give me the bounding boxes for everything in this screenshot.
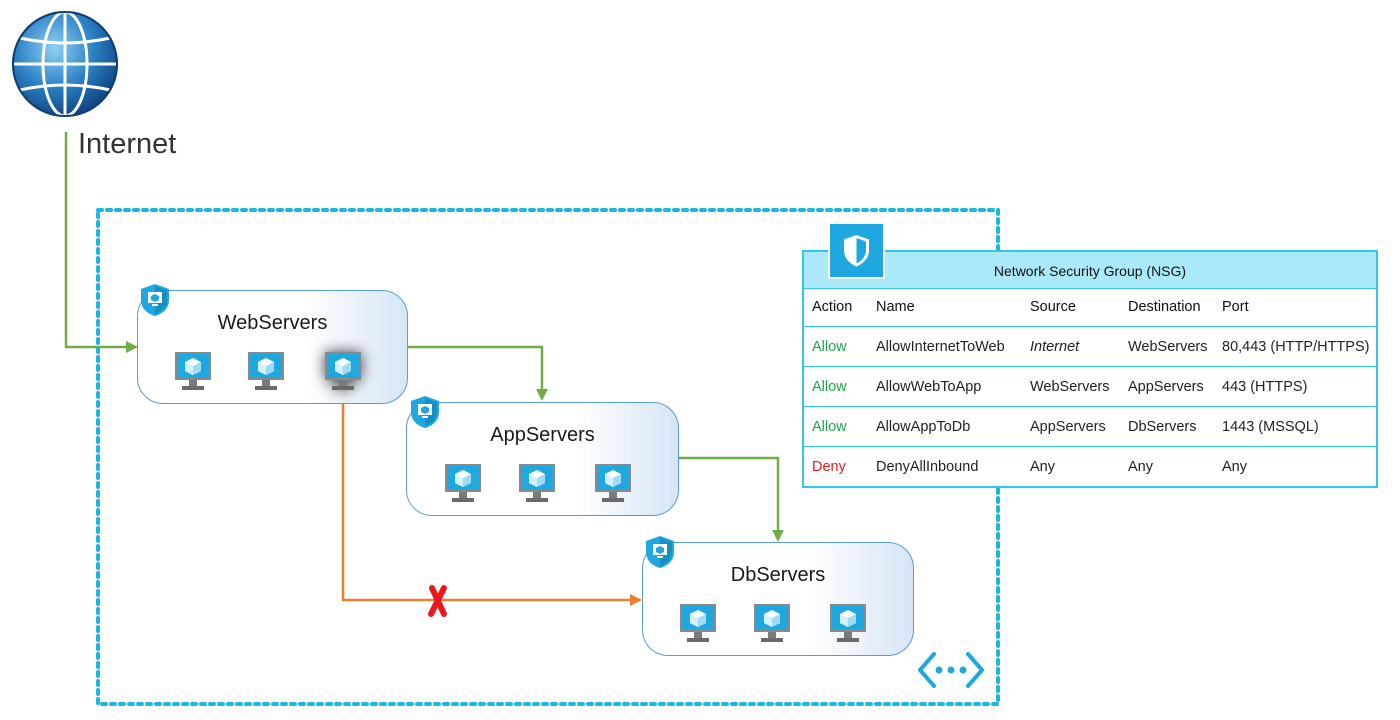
column-header-port: Port — [1214, 288, 1376, 327]
flow-web-to-db-denied — [341, 394, 642, 606]
internet-label: Internet — [78, 128, 177, 160]
flow-internet-to-web — [64, 132, 138, 353]
column-header-action: Action — [804, 288, 868, 327]
column-header-name: Name — [868, 288, 1022, 327]
table-row[interactable]: Allow AllowWebToApp WebServers AppServer… — [804, 366, 1376, 407]
nsg-panel: Network Security Group (NSG) Action Name… — [802, 250, 1378, 488]
table-row[interactable]: Allow AllowInternetToWeb Internet WebSer… — [804, 326, 1376, 367]
rule-action: Allow — [804, 366, 868, 407]
virtual-machine-icon[interactable] — [752, 602, 792, 646]
rule-destination: AppServers — [1120, 366, 1214, 407]
rule-name: AllowInternetToWeb — [868, 326, 1022, 367]
rule-name: DenyAllInbound — [876, 458, 979, 475]
dbservers-group[interactable]: DbServers — [642, 542, 914, 656]
rule-port: 1443 (MSSQL) — [1214, 406, 1376, 447]
rule-source: Any — [1030, 458, 1055, 475]
rule-source: Internet — [1022, 326, 1120, 367]
rule-name: AllowAppToDb — [868, 406, 1022, 447]
virtual-machine-icon[interactable] — [678, 602, 718, 646]
column-header-destination: Destination — [1120, 288, 1214, 327]
flow-app-to-db — [678, 456, 784, 542]
virtual-machine-icon[interactable] — [246, 350, 286, 394]
virtual-machine-icon[interactable] — [323, 350, 363, 394]
rule-port: 80,443 (HTTP/HTTPS) — [1214, 326, 1376, 367]
shield-icon — [830, 224, 883, 277]
application-security-group-icon — [140, 283, 170, 317]
virtual-machine-icon[interactable] — [828, 602, 868, 646]
table-row[interactable]: Allow AllowAppToDb AppServers DbServers … — [804, 406, 1376, 447]
rule-destination: Any — [1128, 458, 1153, 475]
rule-source: WebServers — [1022, 366, 1120, 407]
application-security-group-icon — [410, 395, 440, 429]
rule-port: 443 (HTTPS) — [1214, 366, 1376, 407]
nsg-title: Network Security Group (NSG) — [804, 252, 1376, 289]
virtual-machine-icon[interactable] — [593, 462, 633, 506]
rule-port: Any — [1222, 458, 1247, 475]
table-header-row: Action Name Source Destination Port — [804, 288, 1376, 327]
blocked-x-icon — [428, 585, 447, 617]
appservers-group[interactable]: AppServers — [406, 402, 679, 516]
rule-name: AllowWebToApp — [868, 366, 1022, 407]
globe-icon — [12, 10, 118, 118]
table-row[interactable]: Deny DenyAllInbound Any Any Any — [804, 447, 1376, 487]
group-title: AppServers — [490, 424, 595, 446]
rule-destination: DbServers — [1120, 406, 1214, 447]
rule-action: Deny — [812, 458, 846, 475]
virtual-machine-icon[interactable] — [517, 462, 557, 506]
group-title: WebServers — [217, 312, 328, 334]
virtual-machine-icon[interactable] — [443, 462, 483, 506]
group-title: DbServers — [730, 564, 826, 586]
flow-web-to-app — [406, 345, 548, 401]
webservers-group[interactable]: WebServers — [137, 290, 408, 404]
rule-destination: WebServers — [1120, 326, 1214, 367]
virtual-network-icon — [918, 652, 984, 688]
rule-action: Allow — [804, 326, 868, 367]
nsg-rules-table: Action Name Source Destination Port Allo… — [804, 288, 1376, 486]
application-security-group-icon — [645, 535, 675, 569]
rule-source: AppServers — [1022, 406, 1120, 447]
column-header-source: Source — [1022, 288, 1120, 327]
virtual-machine-icon[interactable] — [173, 350, 213, 394]
rule-action: Allow — [804, 406, 868, 447]
